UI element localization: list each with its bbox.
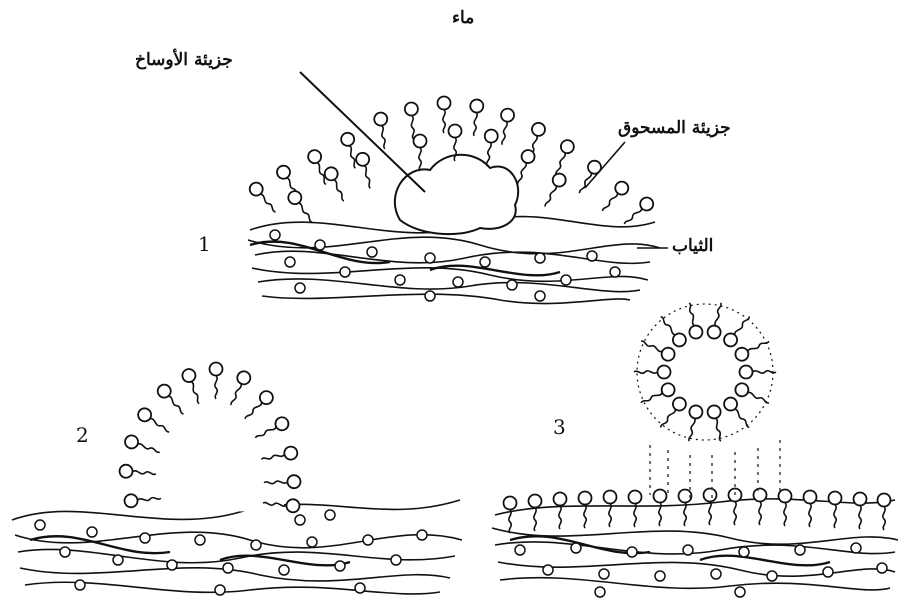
micelle-surfactant-molecule [638, 335, 677, 363]
stage-2-number: 2 [76, 423, 89, 447]
micelle-surfactant-molecule [656, 395, 689, 432]
stage-3-illustration [492, 301, 898, 597]
pointer-dirt-particle [300, 72, 425, 192]
micelle-surfactant-molecule [638, 381, 677, 409]
micelle-surfactant-molecule [740, 366, 777, 379]
stage-2-illustration [12, 363, 462, 596]
micelle-surfactant-molecule [706, 404, 727, 442]
stage-1-number: 1 [198, 232, 211, 256]
micelle-surfactant-molecule [656, 312, 689, 349]
water-label: ماء [452, 8, 474, 28]
micelle-surfactant-molecule [634, 366, 671, 379]
micelle-surfactant-molecule [721, 395, 754, 432]
micelle-surfactant-molecule [733, 335, 772, 363]
micelle-surfactant-molecule [721, 312, 754, 349]
stage-3-number: 3 [553, 415, 566, 439]
micelle-surfactant-molecule [733, 381, 772, 409]
fabric-surfactant-row-3 [504, 489, 891, 534]
fabric-label: الثياب [672, 236, 713, 256]
fabric-fibres-3 [492, 499, 898, 590]
stage-1-illustration [247, 72, 668, 304]
powder-particle-label: جزيئة المسحوق [618, 118, 731, 138]
dirt-particle-1 [395, 155, 518, 234]
dirt-particle-label: جزيئة الأوساخ [135, 50, 233, 70]
micelle-surfactant-molecule [706, 301, 727, 339]
